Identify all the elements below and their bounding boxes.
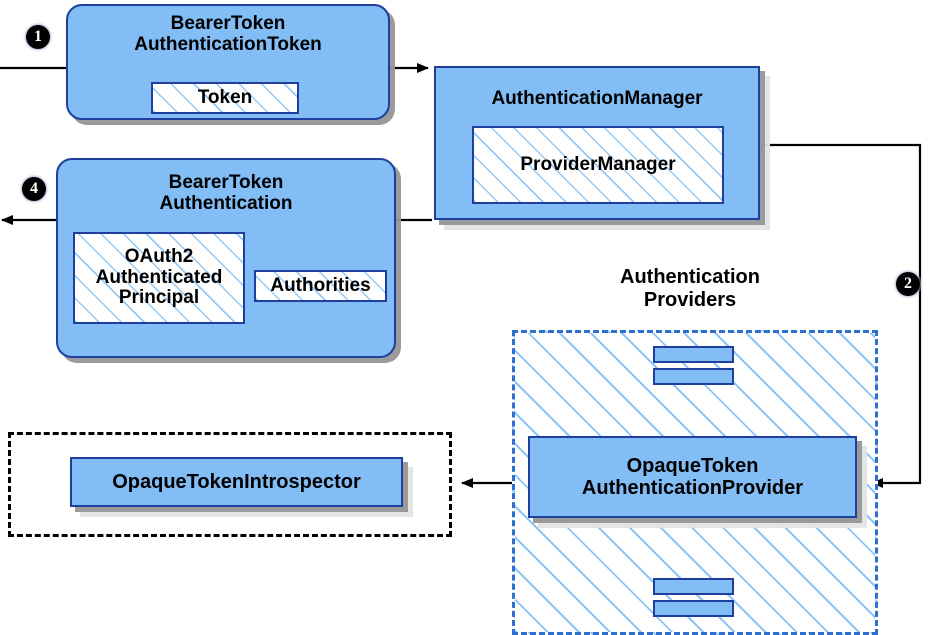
provider-bar-top-1[interactable]: [653, 346, 734, 363]
provider-bar-bottom-2[interactable]: [653, 600, 734, 617]
compartment-provider-manager: ProviderManager: [472, 126, 724, 204]
node-bearer-token-authentication-token-title: BearerToken AuthenticationToken: [134, 13, 322, 56]
node-bearer-token-authentication[interactable]: BearerToken Authentication OAuth2 Authen…: [56, 158, 396, 358]
node-opaque-token-authentication-provider[interactable]: OpaqueToken AuthenticationProvider: [528, 436, 857, 518]
compartment-token: Token: [151, 82, 299, 114]
step-badge-2: 2: [896, 272, 920, 296]
compartment-authorities: Authorities: [254, 270, 387, 302]
node-opaque-token-introspector[interactable]: OpaqueTokenIntrospector: [70, 457, 403, 507]
provider-bar-top-2[interactable]: [653, 368, 734, 385]
authentication-providers-label: Authentication Providers: [620, 266, 760, 311]
node-authentication-manager-title: AuthenticationManager: [491, 88, 703, 109]
node-opaque-token-introspector-title: OpaqueTokenIntrospector: [112, 470, 361, 493]
node-opaque-token-authentication-provider-title: OpaqueToken AuthenticationProvider: [581, 454, 804, 499]
step-badge-4: 4: [22, 177, 46, 201]
node-bearer-token-authentication-title: BearerToken Authentication: [159, 172, 293, 215]
node-bearer-token-authentication-token[interactable]: BearerToken AuthenticationToken Token: [66, 4, 390, 120]
step-badge-1: 1: [26, 25, 50, 49]
node-authentication-manager[interactable]: AuthenticationManager ProviderManager: [434, 66, 760, 220]
provider-bar-bottom-1[interactable]: [653, 578, 734, 595]
compartment-oauth2-authenticated-principal: OAuth2 Authenticated Principal: [73, 232, 245, 324]
